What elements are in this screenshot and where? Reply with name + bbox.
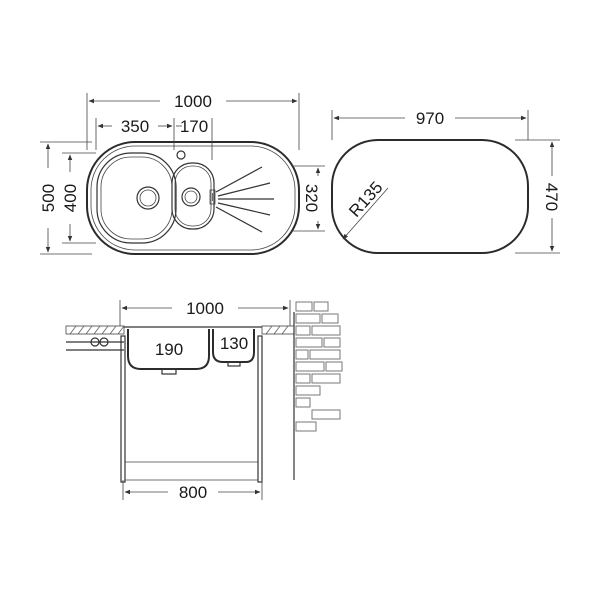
countertop-left	[65, 325, 125, 335]
cabinet	[120, 335, 263, 483]
brick	[295, 349, 309, 360]
main-bowl	[96, 152, 177, 244]
brick	[295, 397, 311, 408]
hatch	[101, 325, 109, 335]
cabinet-side-right	[257, 335, 263, 483]
dim-bowl-depth: 400	[61, 184, 80, 212]
cutout-view: 970 470 R135	[331, 109, 561, 254]
countertop-slab	[65, 325, 125, 335]
small-bowl-drain	[181, 187, 201, 207]
brick	[311, 373, 341, 384]
brick	[295, 337, 323, 348]
main-bowl-drain	[136, 186, 160, 210]
brick	[295, 385, 321, 396]
hatch	[273, 325, 281, 335]
cabinet-side-left	[120, 335, 126, 483]
dim-cutout-radius: R135	[345, 178, 386, 221]
valve	[99, 337, 109, 347]
brick-wall	[293, 301, 343, 480]
dim-small-bowl-width: 170	[180, 117, 208, 136]
small-drain	[227, 361, 241, 367]
dim-cutout-depth: 470	[542, 183, 561, 211]
dim-overall-width: 1000	[174, 92, 212, 111]
groove	[215, 166, 263, 193]
overflow-slot	[209, 189, 216, 205]
brick	[313, 301, 329, 312]
section-view: 190 130 1000 800	[65, 299, 343, 502]
brick	[311, 325, 341, 336]
brick	[295, 301, 313, 312]
hatch	[265, 325, 273, 335]
dim-inner-depth: 320	[302, 184, 321, 212]
dim-small-bowl-depth: 130	[220, 334, 248, 353]
brick	[295, 421, 317, 432]
brick	[309, 349, 341, 360]
cutout-outline	[331, 139, 529, 254]
brick	[323, 337, 341, 348]
sink-outline-inner	[90, 145, 296, 251]
small-bowl-drain-inner	[184, 190, 198, 204]
hatch	[69, 325, 77, 335]
groove	[215, 206, 263, 233]
drainer-grooves	[215, 166, 274, 233]
hatch	[117, 325, 125, 335]
dim-cabinet-width: 800	[179, 483, 207, 502]
hatch	[77, 325, 85, 335]
dim-section-width: 1000	[186, 299, 224, 318]
groove	[217, 202, 271, 216]
dim-overall-depth: 500	[39, 184, 58, 212]
sink-outline	[86, 141, 300, 255]
sink-top-view: 1000 350 170 500 400 320	[39, 92, 325, 255]
brick	[311, 409, 341, 420]
small-bowl-inner	[174, 165, 212, 227]
countertop-right	[261, 325, 295, 335]
hatch	[109, 325, 117, 335]
small-bowl	[171, 162, 215, 230]
tap-hole	[176, 150, 186, 160]
dim-main-bowl-width: 350	[121, 117, 149, 136]
brick	[295, 325, 311, 336]
brick	[321, 313, 339, 324]
brick	[295, 361, 325, 372]
hatch	[85, 325, 93, 335]
brick	[325, 361, 343, 372]
hatch	[93, 325, 101, 335]
groove	[217, 182, 271, 197]
sink-section: 190 130	[124, 326, 262, 375]
main-drain	[161, 368, 177, 375]
valve	[90, 337, 100, 347]
pipe-fittings	[66, 337, 124, 351]
radius-leader	[342, 187, 389, 240]
dim-main-bowl-depth: 190	[155, 340, 183, 359]
hatch	[281, 325, 289, 335]
main-bowl-drain-inner	[139, 189, 157, 207]
brick	[295, 313, 321, 324]
brick	[295, 373, 311, 384]
dim-cutout-width: 970	[416, 109, 444, 128]
